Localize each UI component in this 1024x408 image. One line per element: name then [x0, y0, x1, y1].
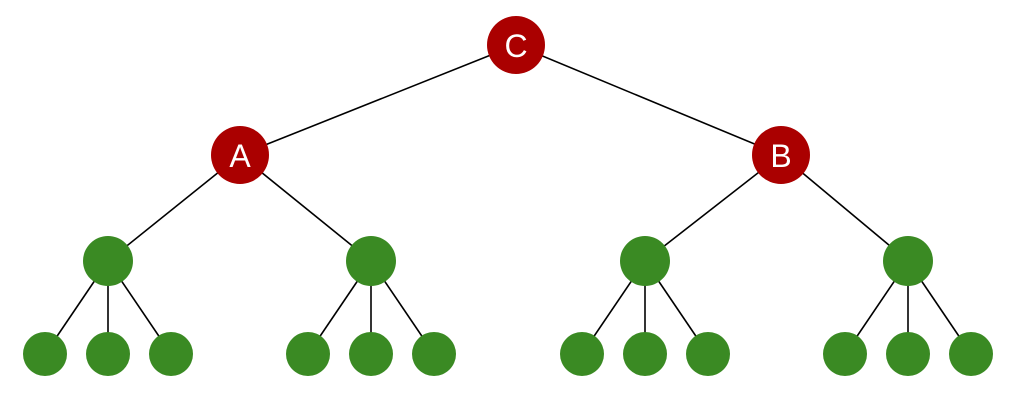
node-circle-A [211, 126, 269, 184]
node-circle [883, 236, 933, 286]
node-circle [886, 332, 930, 376]
tree-node-A: A [211, 126, 269, 184]
edge-C-B [515, 44, 782, 156]
node-circle [86, 332, 130, 376]
tree-node-L7 [560, 332, 604, 376]
node-circle [23, 332, 67, 376]
tree-node-G3 [620, 236, 670, 286]
tree-node-B: B [752, 126, 810, 184]
tree-node-C: C [487, 16, 545, 74]
tree-node-L9 [686, 332, 730, 376]
node-circle-C [487, 16, 545, 74]
node-circle [286, 332, 330, 376]
tree-node-L1 [23, 332, 67, 376]
tree-node-L10 [823, 332, 867, 376]
tree-node-L8 [623, 332, 667, 376]
edges-layer [44, 44, 972, 355]
node-circle [623, 332, 667, 376]
nodes-layer: C A B [23, 16, 993, 376]
tree-node-L3 [149, 332, 193, 376]
node-circle [686, 332, 730, 376]
node-circle [346, 236, 396, 286]
node-circle [149, 332, 193, 376]
node-circle-B [752, 126, 810, 184]
node-circle [560, 332, 604, 376]
tree-node-L5 [349, 332, 393, 376]
tree-node-L11 [886, 332, 930, 376]
tree-node-L2 [86, 332, 130, 376]
edge-C-A [239, 44, 517, 156]
tree-node-G2 [346, 236, 396, 286]
tree-node-L6 [412, 332, 456, 376]
tree-node-G1 [83, 236, 133, 286]
node-circle [349, 332, 393, 376]
node-circle [823, 332, 867, 376]
node-circle [949, 332, 993, 376]
tree-node-L12 [949, 332, 993, 376]
node-circle [412, 332, 456, 376]
tree-node-L4 [286, 332, 330, 376]
node-circle [83, 236, 133, 286]
node-circle [620, 236, 670, 286]
tree-node-G4 [883, 236, 933, 286]
